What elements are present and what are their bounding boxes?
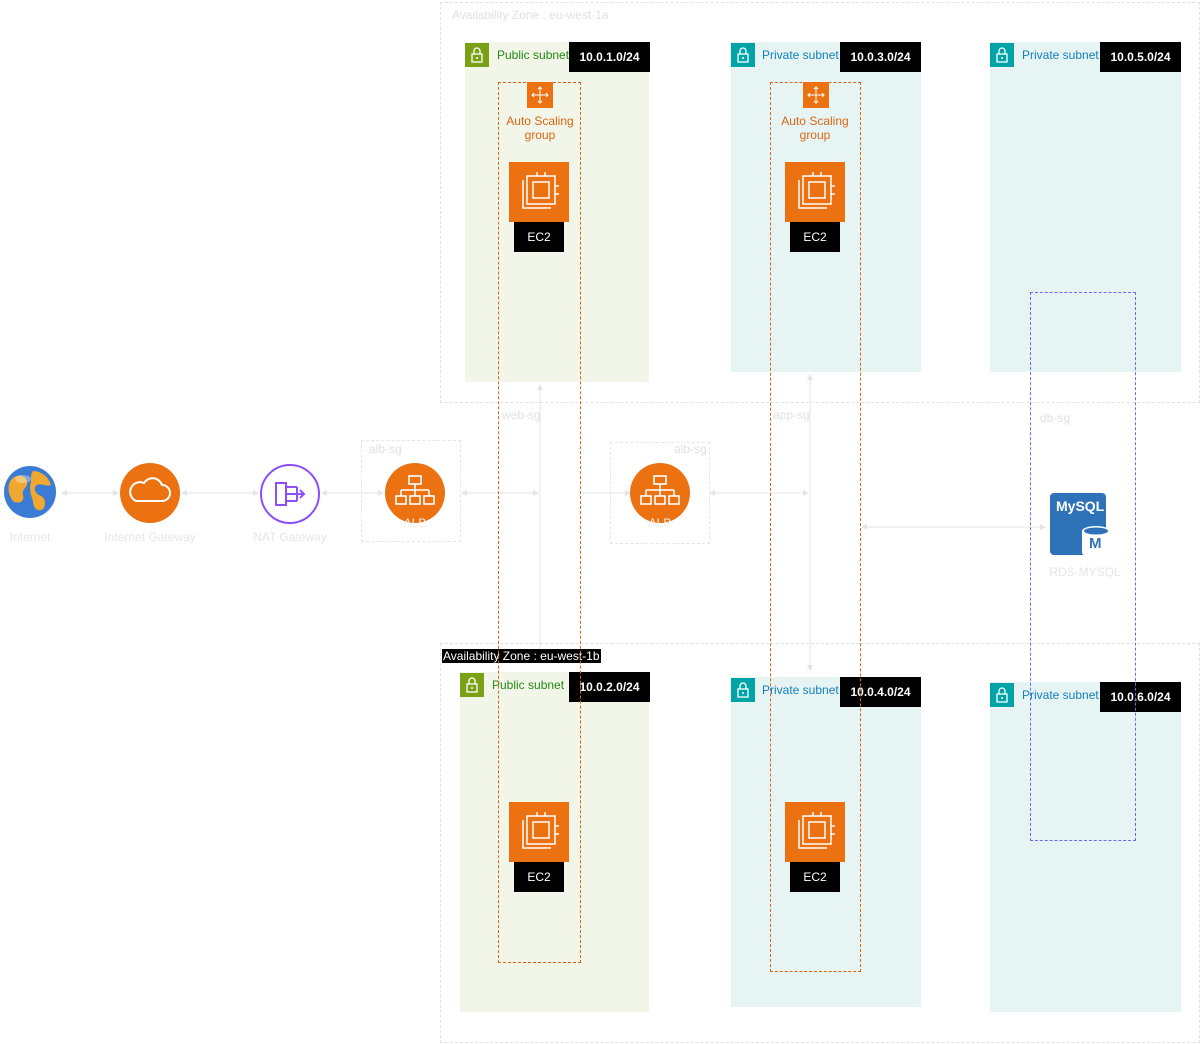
asg-label-app: Auto Scaling group	[781, 114, 849, 142]
internet-label: Internet	[9, 530, 51, 544]
az1-label: Availability Zone : eu-west-1a	[452, 8, 609, 22]
alb-sg-2	[610, 442, 710, 544]
az2-label: Availability Zone : eu-west-1b	[442, 649, 601, 663]
db-sg-label: db-sg	[1040, 411, 1071, 425]
subnet-name-public-2: Public subnet	[492, 678, 565, 692]
subnet-name-private-3: Private subnet	[762, 48, 839, 62]
cidr-private-3: 10.0.3.0/24	[840, 42, 921, 72]
alb-sg-1-label: alb-sg	[369, 442, 402, 456]
alb-icon[interactable]	[385, 463, 445, 523]
lock-icon	[465, 43, 489, 67]
subnet-name-private-6: Private subnet	[1022, 688, 1099, 702]
nat-gateway-icon[interactable]	[259, 463, 321, 525]
subnet-private-5	[990, 42, 1181, 372]
alb-sg-2-label: alb-sg	[674, 442, 707, 456]
ec2-icon[interactable]	[785, 162, 845, 222]
nat-gateway-label: NAT Gateway	[253, 530, 327, 544]
alb-label: ALB	[403, 516, 427, 530]
alb-icon[interactable]	[630, 463, 690, 523]
alb-label: ALB	[648, 516, 672, 530]
internet-gateway-icon[interactable]	[120, 463, 180, 523]
availability-zone-1b	[440, 643, 1200, 1043]
auto-scaling-icon	[803, 82, 829, 108]
cidr-private-6: 10.0.6.0/24	[1100, 682, 1181, 712]
ec2-label: EC2	[790, 862, 840, 892]
lock-icon	[731, 43, 755, 67]
ec2-icon[interactable]	[509, 162, 569, 222]
lock-icon	[990, 43, 1014, 67]
rds-mysql-label: RDS-MYSQL	[1049, 565, 1121, 579]
cidr-private-4: 10.0.4.0/24	[840, 677, 921, 707]
app-sg-label: app-sg	[773, 408, 810, 422]
subnet-name-private-5: Private subnet	[1022, 48, 1099, 62]
asg-label-web: Auto Scaling group	[506, 114, 574, 142]
lock-icon	[460, 673, 484, 697]
web-sg-label: web-sg	[502, 408, 541, 422]
lock-icon	[990, 683, 1014, 707]
ec2-label: EC2	[790, 222, 840, 252]
subnet-private-6	[990, 682, 1181, 1012]
cidr-private-5: 10.0.5.0/24	[1100, 42, 1181, 72]
ec2-icon[interactable]	[785, 802, 845, 862]
mysql-text: MySQL	[1056, 498, 1105, 514]
mysql-m: M	[1089, 535, 1102, 552]
auto-scaling-icon	[527, 82, 553, 108]
subnet-name-private-4: Private subnet	[762, 683, 839, 697]
internet-gateway-label: Internet Gateway	[104, 530, 196, 544]
availability-zone-1a	[440, 2, 1200, 403]
cidr-public-1: 10.0.1.0/24	[569, 42, 650, 72]
ec2-icon[interactable]	[509, 802, 569, 862]
db-sg-box	[1030, 292, 1136, 841]
rds-mysql-icon[interactable]: MySQL M	[1050, 493, 1110, 557]
alb-sg-1	[361, 440, 461, 542]
cidr-public-2: 10.0.2.0/24	[569, 672, 650, 702]
ec2-label: EC2	[514, 222, 564, 252]
lock-icon	[731, 678, 755, 702]
ec2-label: EC2	[514, 862, 564, 892]
subnet-name-public-1: Public subnet	[497, 48, 570, 62]
internet-globe-icon[interactable]	[3, 465, 57, 519]
